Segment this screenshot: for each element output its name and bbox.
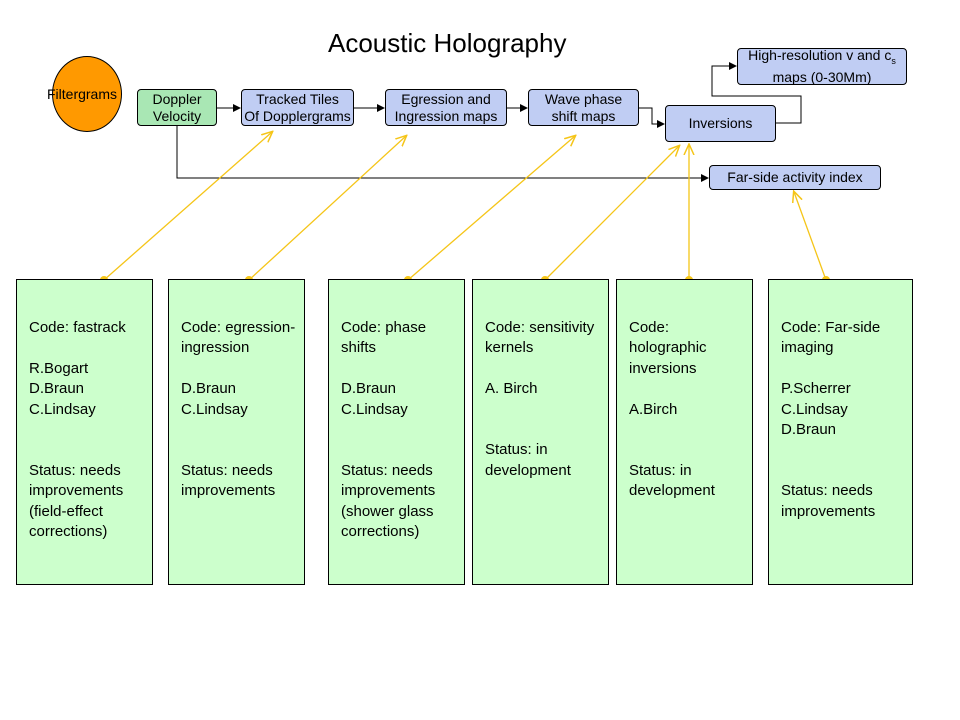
far-side-index-node: Far-side activity index <box>709 165 881 190</box>
card-people: P.Scherrer C.Lindsay D.Braun <box>781 380 851 438</box>
high-resolution-node: High-resolution v and cs maps (0-30Mm) <box>737 47 907 86</box>
card-people: R.Bogart D.Braun C.Lindsay <box>29 359 96 418</box>
page-title: Acoustic Holography <box>328 28 567 58</box>
code-card-egression: Code: egression-ingression D.Braun C.Lin… <box>168 279 305 585</box>
egression-ingression-node: Egression and Ingression maps <box>385 89 507 126</box>
doppler-velocity-node: Doppler Velocity <box>137 89 217 126</box>
high-resolution-subscript: s <box>891 55 896 66</box>
card-code: Code: sensitivity kernels <box>485 318 595 357</box>
card-status: Status: needs improvements (field-effect… <box>29 461 124 541</box>
card-status: Status: needs improvements <box>781 482 876 520</box>
high-resolution-line1: High-resolution v and cs <box>748 47 896 70</box>
filtergrams-circle <box>52 56 122 132</box>
code-card-fastrack: Code: fastrack R.Bogart D.Braun C.Lindsa… <box>16 279 153 585</box>
filtergrams-label: Filtergrams <box>47 86 118 102</box>
code-card-phase-shifts: Code: phase shifts D.Braun C.Lindsay Sta… <box>328 279 465 585</box>
wave-phase-node: Wave phase shift maps <box>528 89 639 126</box>
card-code: Code: fastrack <box>29 318 126 336</box>
link-kernels-inversions <box>544 146 679 281</box>
link-farside-index <box>794 192 827 281</box>
card-people: A. Birch <box>485 380 538 397</box>
inversions-node: Inversions <box>665 105 776 142</box>
card-code: Code: Far-side imaging <box>781 318 881 357</box>
card-people: D.Braun C.Lindsay <box>181 380 248 418</box>
link-fastrack-tracked <box>103 132 272 281</box>
card-code: Code: phase shifts <box>341 318 427 357</box>
code-card-holographic: Code: holographic inversions A.Birch Sta… <box>616 279 753 585</box>
code-card-far-side: Code: Far-side imaging P.Scherrer C.Lind… <box>768 279 913 585</box>
tracked-tiles-node: Tracked Tiles Of Dopplergrams <box>241 89 354 126</box>
card-status: Status: in development <box>485 441 571 479</box>
card-status: Status: needs improvements (shower glass… <box>341 461 436 541</box>
card-status: Status: in development <box>629 461 715 500</box>
arrow-inversions-highres <box>711 62 802 124</box>
arrow-doppler-farside <box>176 126 709 182</box>
code-card-kernels: Code: sensitivity kernels A. Birch Statu… <box>472 279 609 585</box>
card-people: A.Birch <box>629 400 678 418</box>
link-egression-egression <box>248 136 406 281</box>
card-code: Code: holographic inversions <box>629 318 707 377</box>
high-resolution-line2: maps (0-30Mm) <box>772 69 872 86</box>
high-resolution-main: High-resolution v and c <box>748 46 892 63</box>
card-code: Code: egression-ingression <box>181 318 296 357</box>
link-phase-wavephase <box>407 136 575 281</box>
card-status: Status: needs improvements <box>181 461 276 500</box>
arrow-wavephase-inversions <box>639 107 665 128</box>
card-people: D.Braun C.Lindsay <box>341 380 408 418</box>
